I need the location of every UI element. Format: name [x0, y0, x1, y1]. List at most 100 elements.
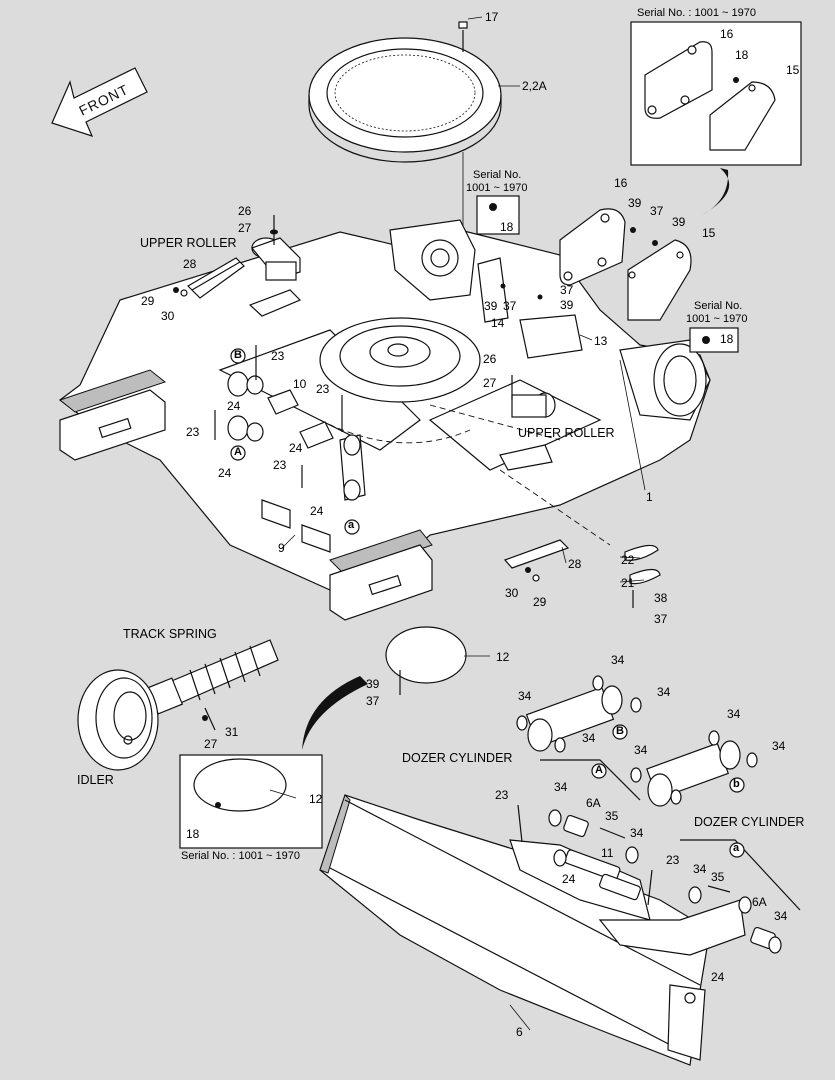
serial-note-box-18-right: [689, 327, 739, 353]
idler-wheel: [77, 669, 159, 771]
detail-ref-A: A: [234, 446, 242, 458]
callout-arrow-bottom: [302, 676, 368, 750]
detail-ref-B-dozer: B: [616, 725, 624, 737]
part-label: 23: [316, 382, 330, 396]
upper-roller-mid: [499, 375, 556, 471]
dozer-blade: [319, 794, 746, 1066]
cover-plates-mid: [559, 208, 692, 321]
bolt-31: [204, 707, 216, 731]
part-label: 24: [289, 441, 303, 455]
part-label: 34: [727, 707, 741, 721]
serial-note-right-2: 1001 ~ 1970: [686, 313, 748, 325]
part-label: 28: [568, 557, 582, 571]
part-label: 16: [614, 176, 628, 190]
part-label: 24: [562, 872, 576, 886]
serial-note-top: Serial No. : 1001 ~ 1970: [637, 7, 756, 19]
part-label: 9: [278, 541, 285, 555]
part-label: 35: [605, 809, 619, 823]
guide-28-mid: [503, 539, 570, 569]
part-label: 34: [630, 826, 644, 840]
part-label: 24: [227, 399, 241, 413]
part-label: 6A: [586, 796, 601, 810]
part-label: 35: [711, 870, 725, 884]
detail-ref-a: a: [348, 519, 355, 531]
part-label: 15: [786, 63, 800, 77]
part-label: 34: [774, 909, 788, 923]
part-label: 18: [735, 48, 749, 62]
part-label: 39: [484, 299, 498, 313]
part-label: 37: [650, 204, 664, 218]
detail-ref-B: B: [234, 349, 242, 361]
shim-21: [629, 568, 661, 585]
part-label: 34: [611, 653, 625, 667]
bolt-37: [500, 283, 506, 289]
part-label: 39: [672, 215, 686, 229]
part-label: 29: [533, 595, 547, 609]
detail-markers: [230, 348, 745, 858]
part-label: 34: [693, 862, 707, 876]
part-label: 23: [495, 788, 509, 802]
cover-12: [385, 626, 467, 684]
serial-note-mid-2: 1001 ~ 1970: [466, 182, 528, 194]
part-label: 12: [309, 792, 323, 806]
part-label: 23: [186, 425, 200, 439]
part-label: 6A: [752, 895, 767, 909]
part-label: 13: [594, 334, 608, 348]
part-label: 30: [161, 309, 175, 323]
leader-box-a: [680, 839, 801, 911]
part-label: 21: [621, 576, 635, 590]
part-label: 18: [720, 332, 734, 346]
part-label: 27: [238, 221, 252, 235]
part-label: 30: [505, 586, 519, 600]
part-label: 22: [621, 553, 635, 567]
washers-34: [516, 675, 758, 805]
section-label-dozer-cylinder-right: DOZER CYLINDER: [694, 815, 805, 829]
front-arrow-icon: [51, 67, 148, 137]
part-label: 39: [560, 298, 574, 312]
callout-arrow-top: [702, 168, 730, 215]
part-label: 26: [483, 352, 497, 366]
part-label: 31: [225, 725, 239, 739]
bracket-14: [477, 257, 509, 323]
bolt-18-icon: [702, 336, 710, 344]
part-label: 39: [628, 196, 642, 210]
section-label-upper-roller-mid: UPPER ROLLER: [518, 426, 615, 440]
plate-13: [519, 314, 583, 359]
bolt-head-17: [458, 21, 468, 29]
section-label-idler: IDLER: [77, 773, 114, 787]
nut-29: [173, 287, 179, 293]
part-label: 12: [496, 650, 510, 664]
detail-ref-a-dozer: a: [733, 842, 740, 854]
bolt-18-icon: [215, 802, 221, 808]
swing-bearing: [308, 37, 502, 163]
part-label: 1: [646, 490, 653, 504]
section-label-upper-roller-top: UPPER ROLLER: [140, 236, 237, 250]
part-label: 34: [554, 780, 568, 794]
part-label: 23: [666, 853, 680, 867]
serial-note-mid-1: Serial No.: [473, 169, 522, 181]
part-label: 18: [500, 220, 514, 234]
part-label: 27: [204, 737, 218, 751]
serial-note-bottom: Serial No. : 1001 ~ 1970: [181, 850, 300, 862]
part-label: 34: [634, 743, 648, 757]
leader-box-A: [540, 759, 641, 801]
shim-22: [624, 544, 659, 561]
section-label-dozer-cylinder-left: DOZER CYLINDER: [402, 751, 513, 765]
part-label: 24: [218, 466, 232, 480]
part-label: 34: [657, 685, 671, 699]
dozer-cylinder-right: [646, 740, 741, 807]
part-label: 37: [560, 283, 574, 297]
part-label: 38: [654, 591, 668, 605]
washer-30: [180, 289, 188, 297]
serial-note-box-18-mid: [476, 195, 520, 235]
part-label: 16: [720, 27, 734, 41]
nut-30: [525, 567, 531, 573]
part-label: 34: [772, 739, 786, 753]
part-label: 18: [186, 827, 200, 841]
part-label: 23: [273, 458, 287, 472]
part-label: 27: [483, 376, 497, 390]
part-label: 39: [366, 677, 380, 691]
part-label: 34: [582, 731, 596, 745]
